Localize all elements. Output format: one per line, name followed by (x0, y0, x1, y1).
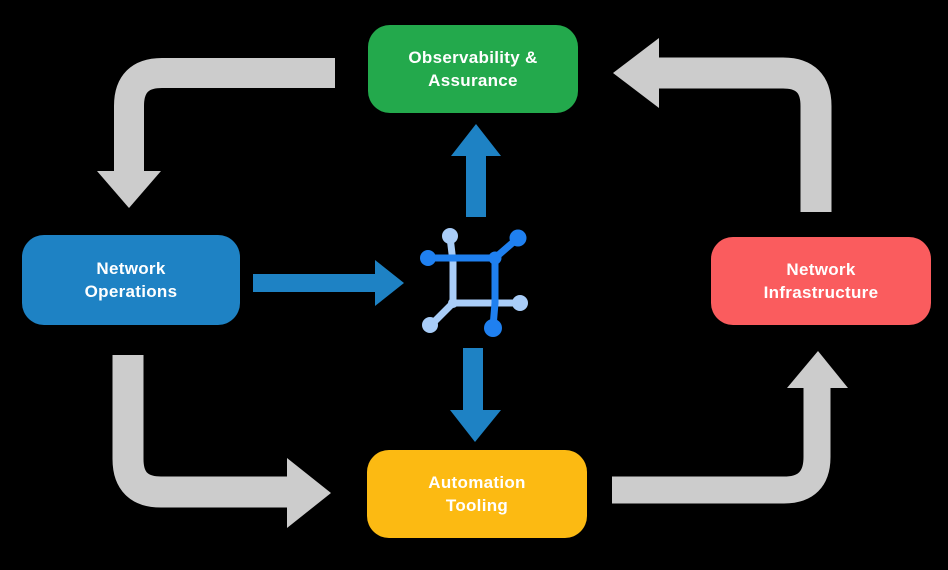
cycle-arrowhead-down (97, 171, 161, 208)
flow-arrow-center-to-observability (451, 124, 501, 217)
node-label-line1: Observability & (408, 48, 538, 67)
network-mesh-icon (420, 228, 528, 337)
icon-node (422, 317, 438, 333)
cycle-arrow-shaft (112, 355, 288, 508)
cycle-arrowhead-left (613, 38, 659, 108)
flow-arrow-shaft (463, 348, 483, 411)
node-label-line2: Infrastructure (763, 283, 879, 302)
node-label-line1: Network (786, 260, 856, 279)
node-network-operations: Network Operations (22, 235, 240, 325)
icon-node (448, 298, 458, 308)
network-icon-dark-nodes (420, 229, 527, 337)
icon-node (442, 228, 458, 244)
node-label-line2: Tooling (445, 496, 509, 515)
node-network-infrastructure: Network Infrastructure (711, 237, 931, 325)
cycle-arrow-shaft (612, 387, 831, 504)
flow-arrowhead-right (375, 260, 404, 306)
flow-arrowhead-down (450, 410, 501, 442)
icon-node (509, 229, 527, 247)
cycle-arrowhead-right (287, 458, 331, 528)
icon-left-edge (446, 236, 457, 303)
cycle-arrow-shaft (657, 57, 832, 212)
node-automation-tooling: Automation Tooling (367, 450, 587, 538)
icon-node (420, 250, 436, 266)
cycle-arrowhead-up (787, 351, 848, 388)
cycle-arrow-shaft (114, 58, 335, 173)
node-label-line1: Automation (428, 473, 526, 492)
flow-arrow-center-to-automation (450, 348, 501, 442)
flow-arrow-shaft (466, 154, 486, 217)
network-icon-light-nodes (422, 228, 528, 333)
flow-arrowhead-up (451, 124, 501, 156)
icon-node (488, 251, 502, 265)
node-label-line1: Network (96, 259, 166, 278)
node-label-line2: Operations (84, 282, 178, 301)
node-observability-assurance: Observability & Assurance (368, 25, 578, 113)
cycle-arrow-infrastructure-to-observability (613, 38, 832, 212)
flow-arrow-shaft (253, 274, 375, 292)
icon-node (512, 295, 528, 311)
cycle-arrow-observability-to-operations (97, 58, 335, 208)
cycle-arrow-operations-to-automation (112, 355, 331, 528)
cycle-arrow-automation-to-infrastructure (612, 351, 848, 504)
icon-node (484, 319, 502, 337)
node-label-line2: Assurance (428, 71, 518, 90)
flow-arrow-operations-to-center (253, 260, 404, 306)
icon-right-edge (489, 258, 499, 328)
